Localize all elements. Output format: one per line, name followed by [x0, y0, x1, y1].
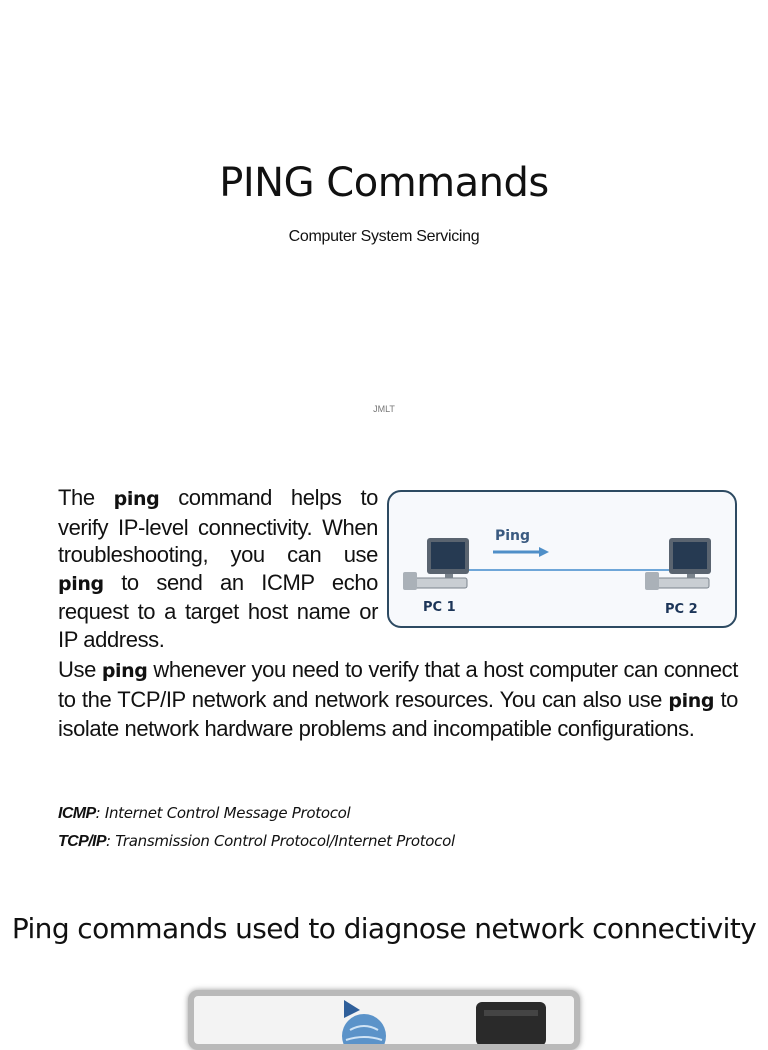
pc1-label: PC 1 [423, 600, 456, 615]
author-credit: JMLT [373, 404, 395, 414]
para2-segment: whenever you need to verify that a host … [58, 657, 738, 712]
ping-diagram-graphic [403, 538, 711, 590]
para1-keyword: ping [58, 572, 104, 595]
router-icon [476, 1002, 546, 1044]
ping-diagram: Ping PC 1 PC 2 [387, 490, 737, 628]
pc2-label: PC 2 [665, 602, 698, 617]
abbreviation-icmp: ICMP: Internet Control Message Protocol [58, 804, 351, 823]
arrow-icon [344, 1000, 360, 1018]
ping-arrow-head [539, 547, 549, 557]
usage-paragraph: Use ping whenever you need to verify tha… [58, 656, 738, 744]
para2-segment: Use [58, 657, 102, 682]
abbreviation-definition: : Transmission Control Protocol/Internet… [105, 832, 455, 850]
intro-paragraph: The ping command helps to verify IP-leve… [58, 484, 378, 653]
ping-arrow-label: Ping [495, 528, 531, 544]
para1-segment: to send an ICMP echo request to a target… [58, 569, 378, 652]
abbreviation-tcpip: TCP/IP: Transmission Control Protocol/In… [58, 832, 455, 851]
abbreviation-term: ICMP [58, 805, 96, 822]
abbreviation-term: TCP/IP [58, 833, 107, 850]
slide-subtitle: Computer System Servicing [288, 228, 480, 245]
network-illustration [188, 990, 580, 1050]
pc2-icon [645, 538, 711, 590]
para1-segment: The [58, 485, 114, 510]
para1-keyword: ping [113, 488, 160, 510]
para1-segment: command helps to verify IP-level connect… [58, 485, 378, 567]
para2-keyword: ping [668, 689, 715, 712]
abbreviation-definition: : Internet Control Message Protocol [95, 804, 351, 822]
para2-keyword: ping [101, 660, 148, 682]
slide3-title: Ping commands used to diagnose network c… [11, 912, 757, 945]
para2-segment: to isolate network hardware problems and… [58, 686, 738, 742]
network-illustration-graphic [342, 1000, 546, 1044]
pc1-icon [403, 538, 469, 590]
slide-title: PING Commands [219, 160, 549, 206]
